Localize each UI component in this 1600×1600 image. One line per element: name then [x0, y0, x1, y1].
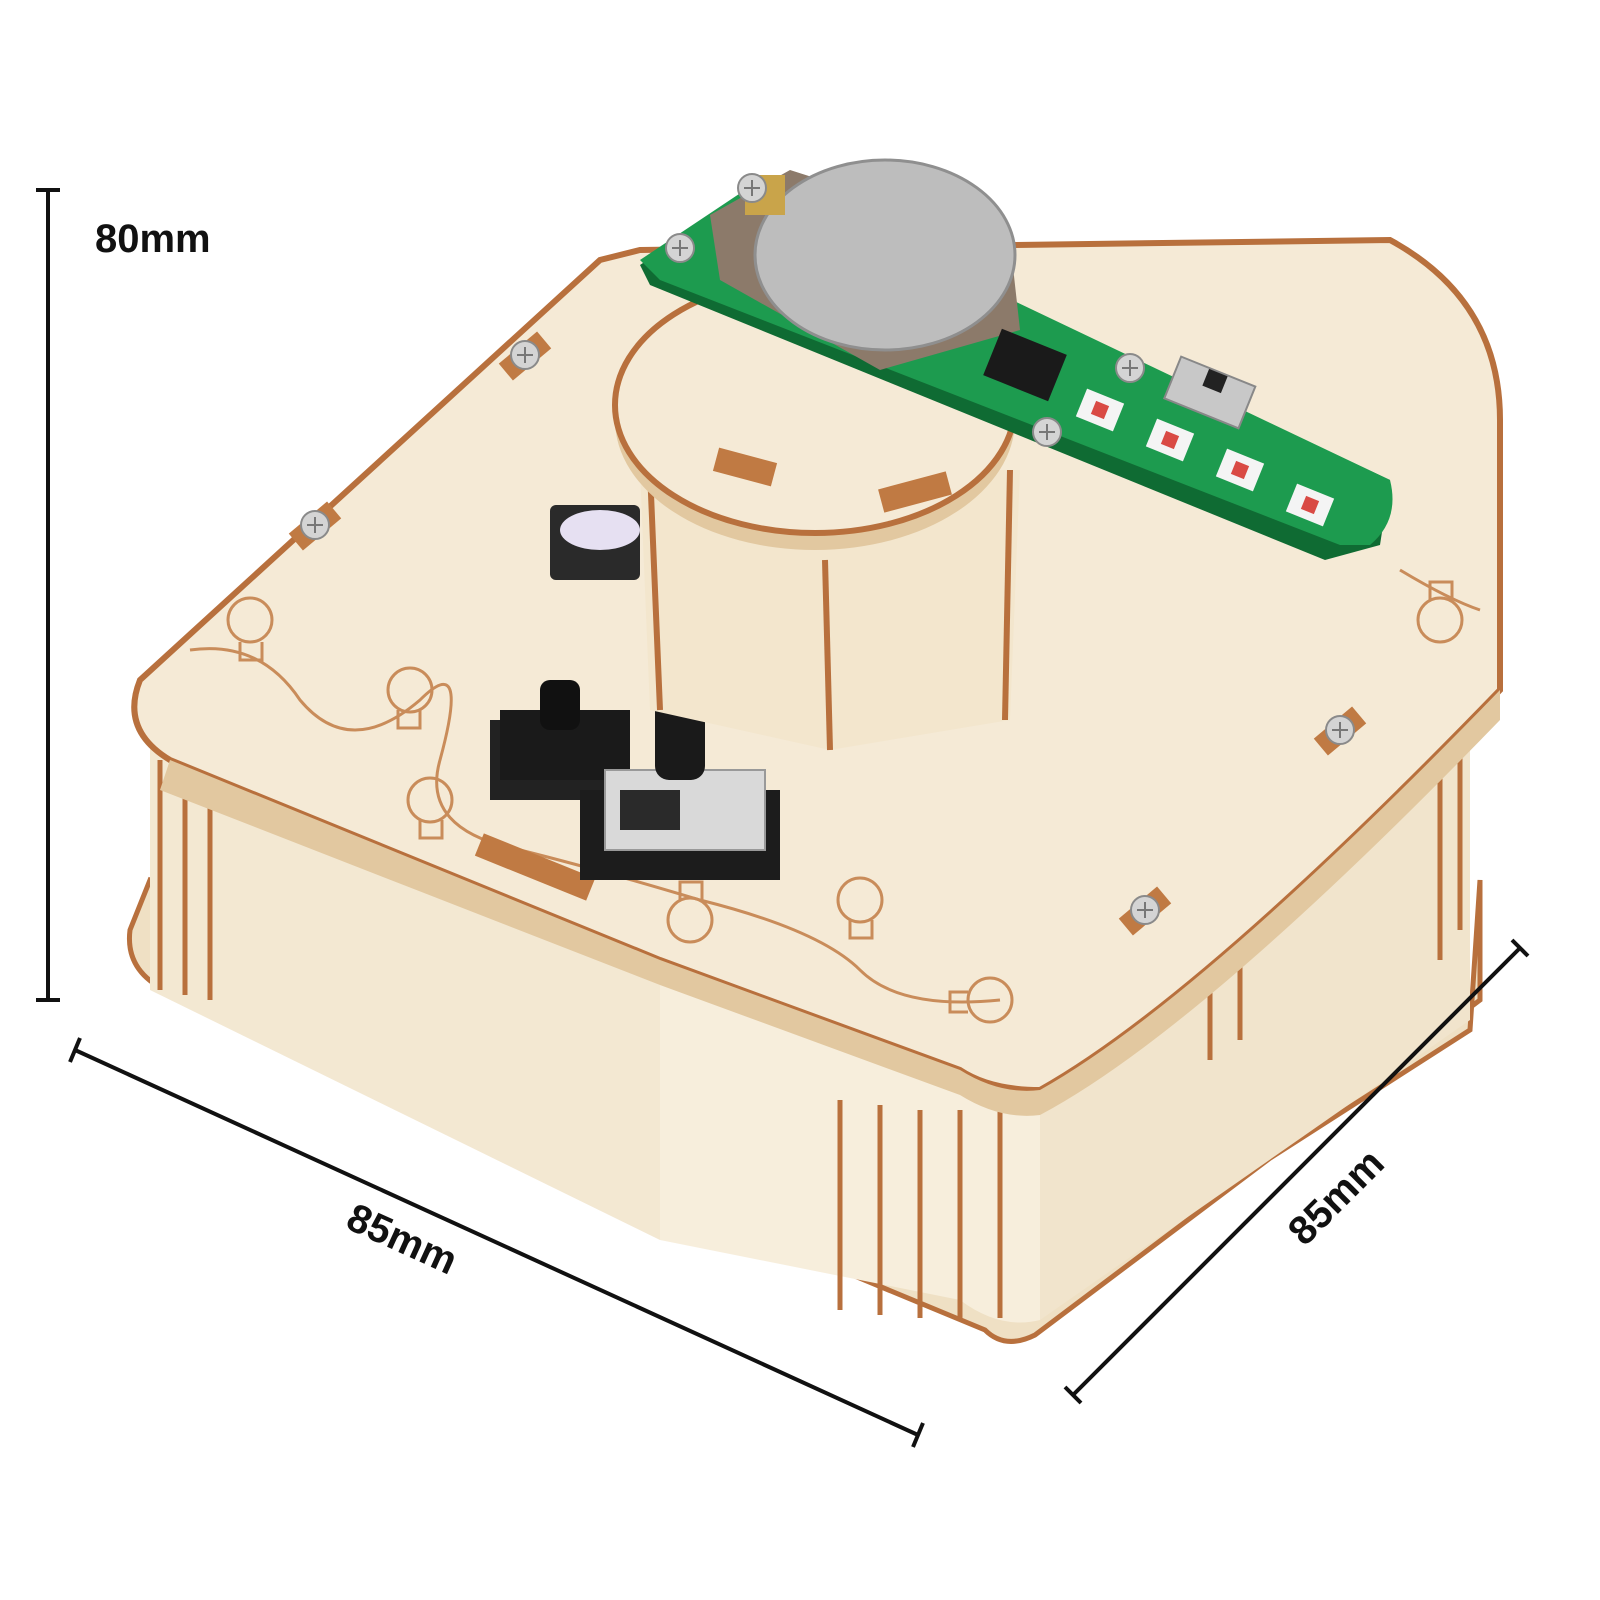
screw-icon: [300, 510, 330, 540]
dimension-depth: [1063, 938, 1530, 1405]
bulb-icon: [836, 876, 884, 940]
screw-icon: [1325, 715, 1355, 745]
bulb-icon: [948, 976, 1014, 1024]
top-plate-edge: [160, 690, 1500, 1116]
bulb-icon: [1416, 580, 1464, 644]
potentiometer: [580, 640, 780, 880]
wire-coil: [560, 510, 640, 550]
screw-icon: [737, 173, 767, 203]
leds: [1075, 388, 1335, 527]
engraved-bulb-string: [189, 568, 1481, 1024]
led-icon: [1285, 483, 1335, 527]
slide-switch: [1162, 355, 1257, 430]
screw-icon: [510, 340, 540, 370]
screw-icon: [1032, 417, 1062, 447]
height-label: 80mm: [95, 217, 211, 261]
screw-icon: [665, 233, 695, 263]
led-icon: [1215, 448, 1265, 492]
bulb-icon: [666, 880, 714, 944]
pcb-board: [640, 158, 1393, 560]
screw-icon: [1115, 353, 1145, 383]
led-icon: [1145, 418, 1195, 462]
push-button: [490, 680, 630, 800]
front-corner-wall: [660, 950, 1040, 1323]
width-label: 85mm: [340, 1195, 463, 1283]
center-pillar: [640, 469, 1020, 751]
dimension-height: [36, 188, 60, 1002]
ic-chip: [983, 328, 1067, 402]
coin-battery: [753, 158, 1017, 352]
screw-icon: [1130, 895, 1160, 925]
bulb-icon: [226, 596, 274, 662]
led-icon: [1075, 388, 1125, 432]
bulb-icon: [406, 776, 454, 840]
left-wall: [150, 740, 660, 1240]
battery-holder: [710, 158, 1020, 370]
depth-label: 85mm: [1280, 1141, 1393, 1254]
dimension-width: [68, 1037, 925, 1448]
bulb-icon: [386, 666, 434, 730]
